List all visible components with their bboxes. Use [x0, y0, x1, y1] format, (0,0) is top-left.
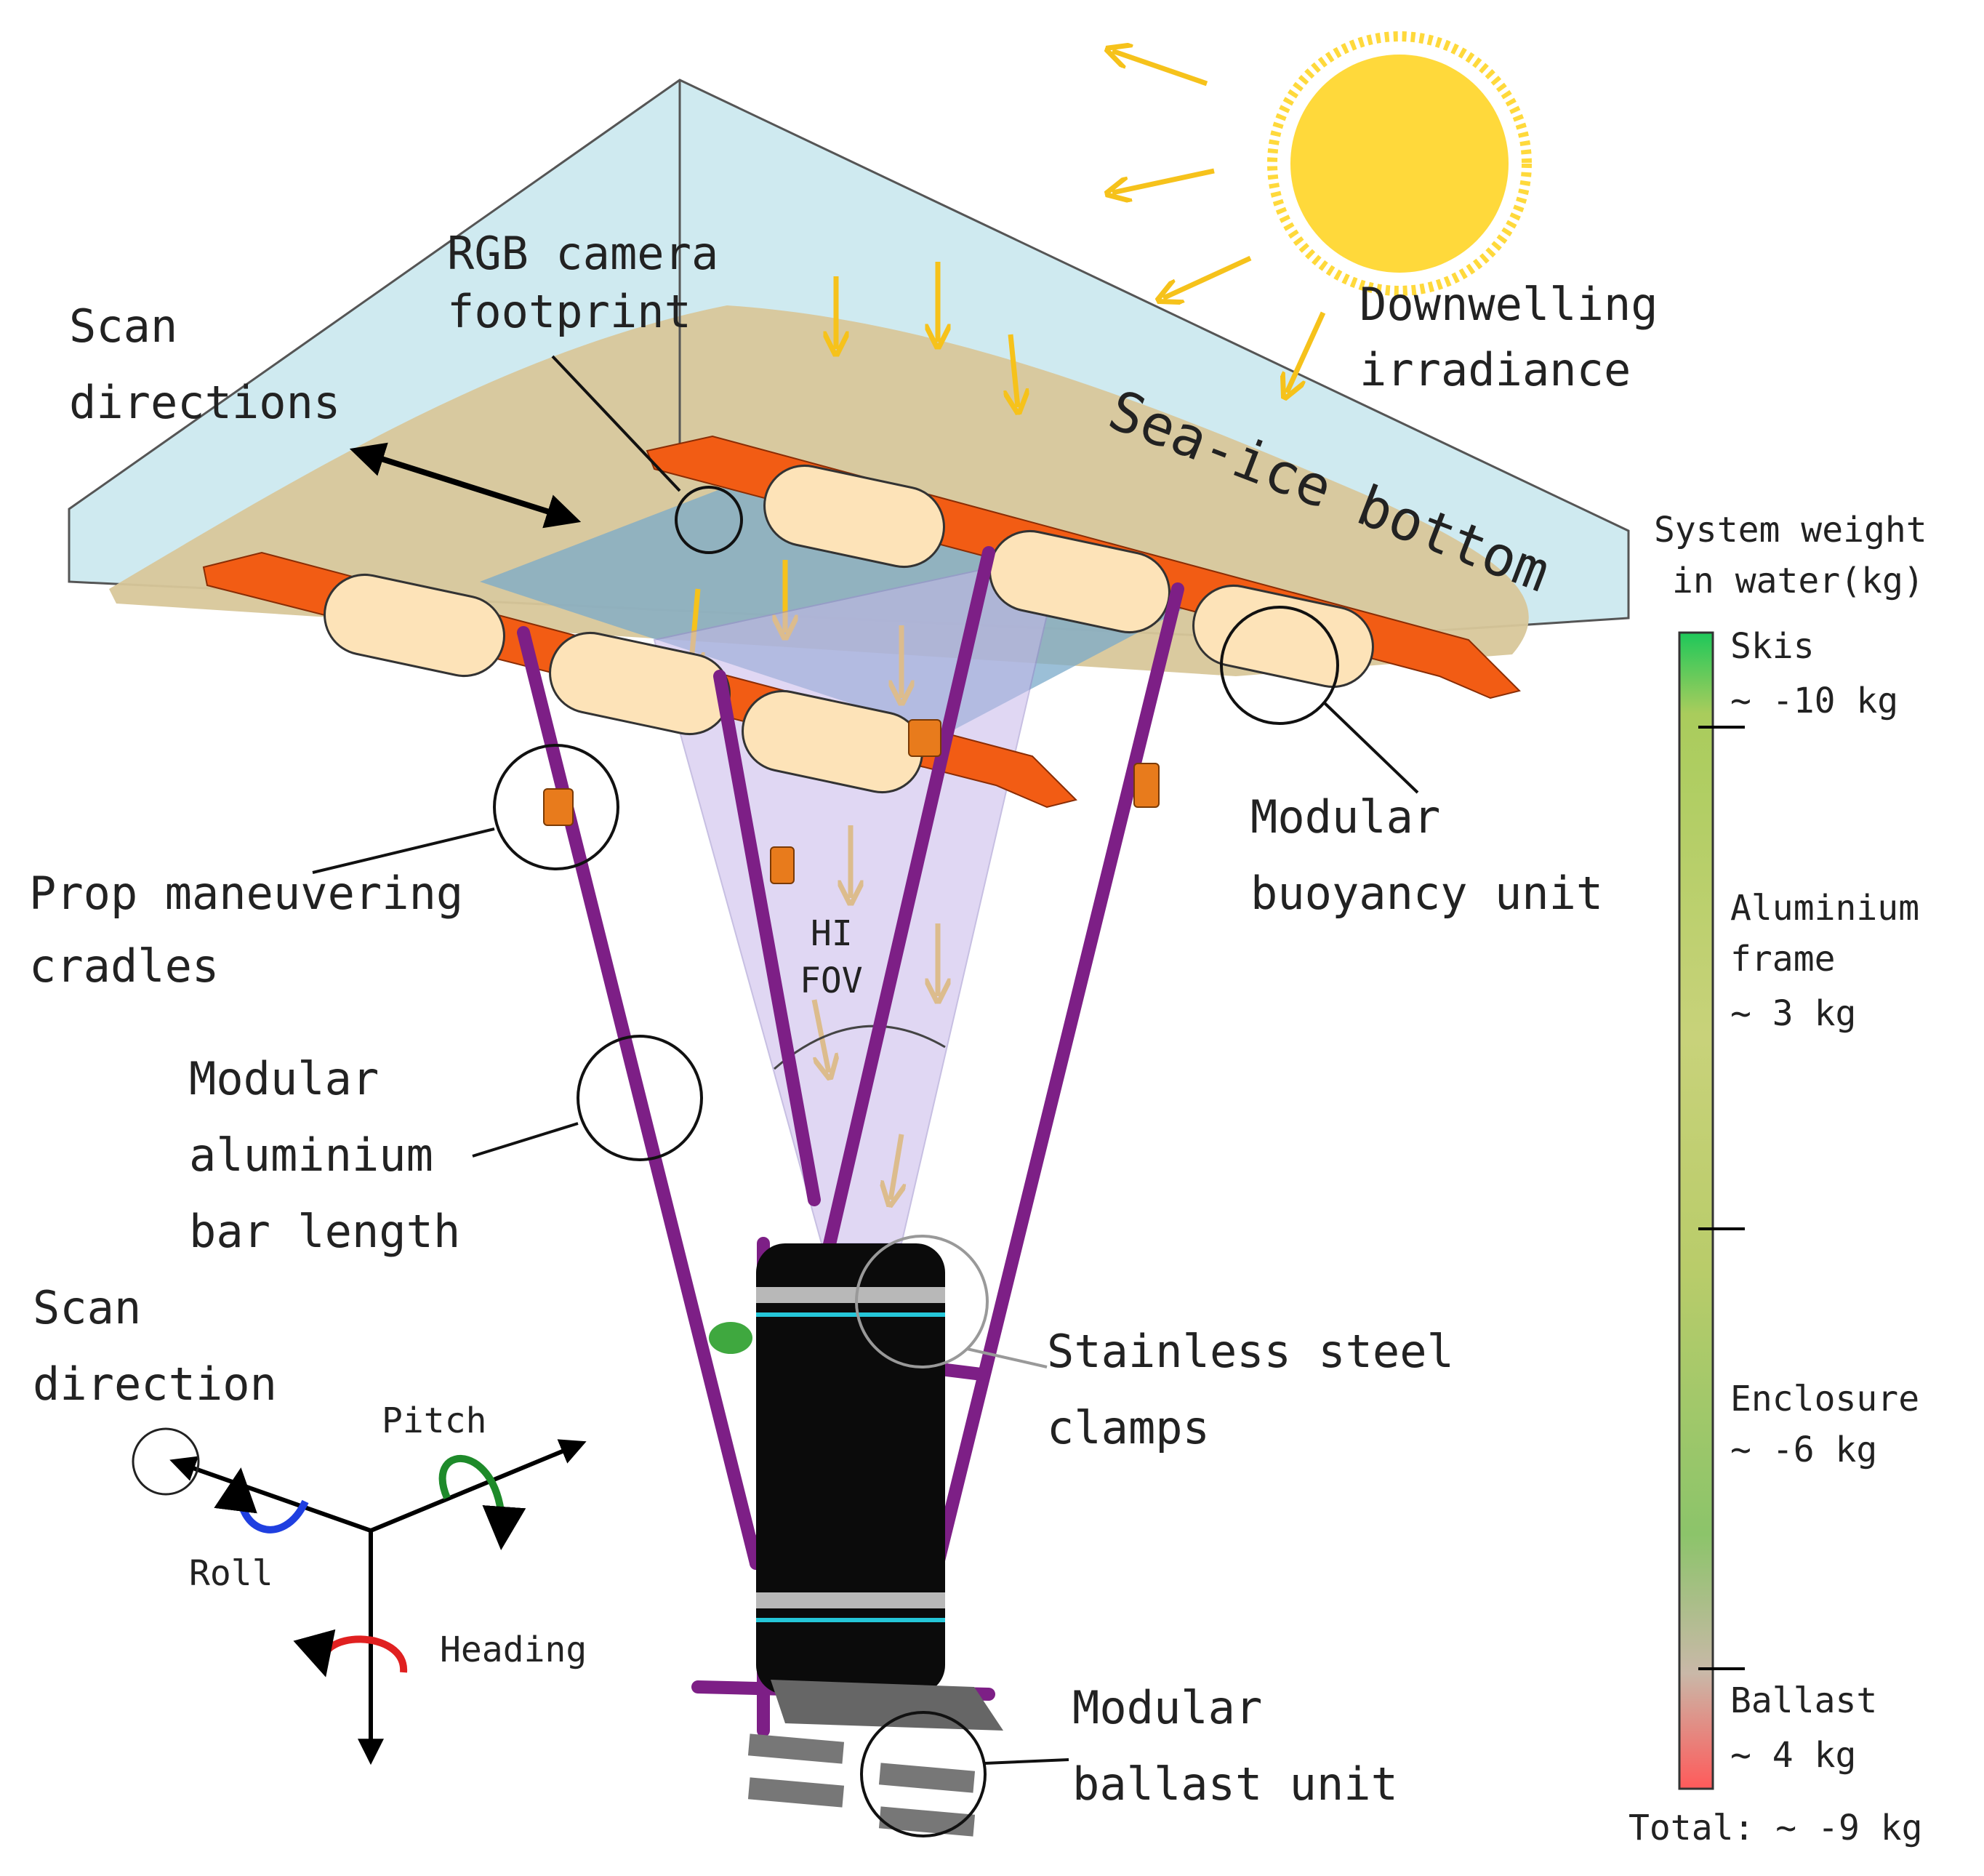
legend-frame-name-1: Aluminium: [1730, 888, 1919, 929]
legend-total: Total: ~ -9 kg: [1628, 1808, 1923, 1848]
rgb-camera-label-1: RGB camera: [447, 227, 718, 280]
buoyancy-label-1: Modular: [1250, 790, 1440, 843]
heading-arrow-icon: [293, 1629, 408, 1677]
downwelling-label-2: irradiance: [1360, 343, 1631, 396]
pitch-arrow-icon: [438, 1454, 526, 1550]
scan-direction-label-2: direction: [33, 1358, 277, 1411]
legend-enclosure-name: Enclosure: [1730, 1379, 1919, 1419]
bar-label-2: aluminium: [189, 1129, 433, 1182]
clamps-label-2: clamps: [1047, 1401, 1210, 1454]
sun-icon: [1267, 31, 1532, 296]
rgb-camera-label-2: footprint: [447, 285, 691, 338]
weight-legend: System weight in water(kg) Skis ~ -10 kg…: [1628, 510, 1927, 1848]
legend-ballast-name: Ballast: [1730, 1680, 1877, 1721]
roll-arrow-icon: [214, 1467, 309, 1534]
labels: RGB camera footprint Scan directions Dow…: [29, 227, 1658, 1811]
legend-skis-value: ~ -10 kg: [1730, 681, 1898, 721]
legend-ballast-value: ~ 4 kg: [1730, 1735, 1856, 1776]
legend-title-2: in water(kg): [1672, 561, 1924, 601]
hi-fov-label-2: FOV: [800, 961, 863, 1001]
buoyancy-label-2: buoyancy unit: [1250, 867, 1603, 920]
buoyancy-floats: [324, 464, 1374, 794]
roll-label: Roll: [189, 1553, 273, 1594]
pitch-label: Pitch: [382, 1400, 487, 1441]
legend-frame-name-2: frame: [1730, 939, 1836, 979]
scan-direction-icon: [132, 1427, 200, 1496]
prop-label-1: Prop maneuvering: [29, 867, 463, 920]
ballast-label-2: ballast unit: [1072, 1757, 1398, 1811]
clamps-label-1: Stainless steel: [1047, 1325, 1454, 1378]
ballast-label-1: Modular: [1072, 1681, 1262, 1734]
prop-cradles: [543, 719, 1160, 884]
callouts: [312, 355, 1419, 1837]
orientation-axes: [132, 1427, 587, 1765]
heading-label: Heading: [440, 1630, 587, 1670]
legend-title-1: System weight: [1654, 510, 1927, 550]
legend-enclosure-value: ~ -6 kg: [1730, 1430, 1877, 1470]
bar-label-3: bar length: [189, 1205, 460, 1258]
enclosure: [709, 1243, 945, 1694]
scan-direction-label-1: Scan: [33, 1281, 141, 1334]
legend-colorbar: [1678, 631, 1714, 1790]
hi-fov-label-1: HI: [811, 913, 853, 954]
legend-frame-value: ~ 3 kg: [1730, 993, 1856, 1034]
scan-directions-label-1: Scan: [69, 300, 177, 353]
legend-skis-name: Skis: [1730, 626, 1815, 667]
scan-directions-label-2: directions: [69, 376, 340, 429]
scan-directions-arrow: [349, 442, 582, 529]
downwelling-label-1: Downwelling: [1360, 278, 1658, 331]
prop-label-2: cradles: [29, 939, 219, 993]
bar-label-1: Modular: [189, 1052, 379, 1105]
